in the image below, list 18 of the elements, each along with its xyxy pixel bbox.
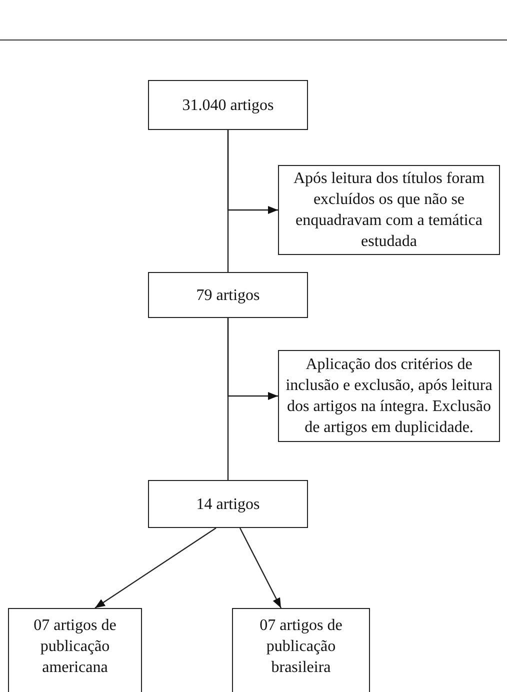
box-text: 07 artigos de publicação brasileira bbox=[258, 616, 344, 678]
process-box bbox=[8, 608, 142, 692]
box-text: Aplicação dos critérios de inclusão e exclusão, após leitura dos artigos na íntegra. Exclusão de artigos em duplicidade. bbox=[285, 355, 493, 438]
box-text: 31.040 artigos bbox=[182, 96, 274, 116]
arrow bbox=[239, 528, 282, 608]
arrow bbox=[94, 528, 216, 608]
arrow bbox=[227, 130, 278, 214]
box-text: 07 artigos de publicação americana bbox=[32, 616, 118, 678]
box-text: 79 artigos bbox=[196, 286, 260, 306]
process-box bbox=[278, 350, 500, 442]
process-box bbox=[148, 272, 308, 318]
process-box bbox=[278, 165, 500, 255]
box-text: Após leitura dos títulos foram excluídos os que não se enquadravam com a temática estudada bbox=[292, 169, 486, 252]
process-box bbox=[148, 80, 308, 130]
process-box bbox=[232, 608, 370, 692]
process-box bbox=[148, 480, 308, 528]
arrow bbox=[227, 318, 278, 400]
box-text: 14 artigos bbox=[196, 494, 260, 514]
